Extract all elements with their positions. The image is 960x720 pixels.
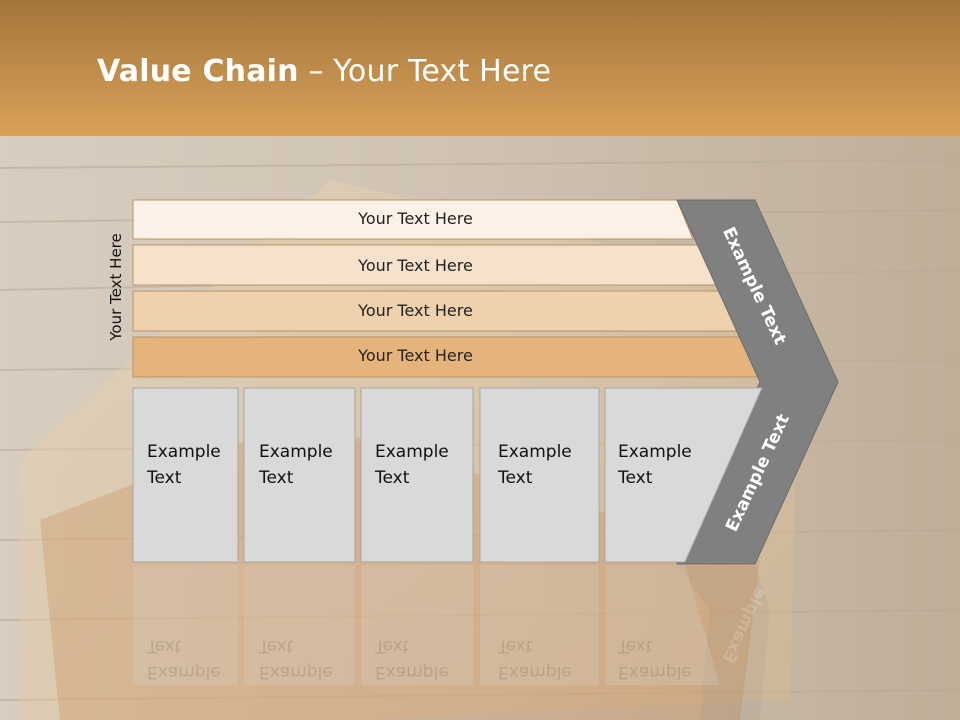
column-box-5 bbox=[604, 387, 763, 563]
header-band bbox=[0, 0, 960, 136]
page-title: Value Chain – Your Text Here bbox=[97, 54, 551, 89]
box-reflection-text-4: Example Text bbox=[498, 633, 598, 685]
box-reflection-text-5: Example Text bbox=[618, 633, 718, 685]
reflection-line1: Example bbox=[147, 662, 221, 682]
reflection-line2: Text bbox=[259, 636, 294, 656]
title-bold: Value Chain bbox=[97, 54, 299, 89]
box-text-4: Example Text bbox=[498, 439, 598, 491]
row-label-2: Your Text Here bbox=[358, 256, 473, 275]
box-text-2-line2: Text bbox=[259, 468, 294, 488]
reflection-line2: Text bbox=[147, 636, 182, 656]
box-text-1-line1: Example bbox=[147, 442, 221, 462]
reflection-line1: Example bbox=[259, 662, 333, 682]
box-reflections bbox=[133, 565, 720, 685]
column-box-3 bbox=[360, 387, 474, 563]
box-text-1-line2: Text bbox=[147, 468, 182, 488]
box-text-5-line1: Example bbox=[618, 442, 692, 462]
reflection-line2: Text bbox=[498, 636, 533, 656]
box-text-5: Example Text bbox=[618, 439, 718, 491]
box-text-3-line2: Text bbox=[375, 468, 410, 488]
box-reflection-text-3: Example Text bbox=[375, 633, 475, 685]
reflection-line2: Text bbox=[375, 636, 410, 656]
box-reflection-text-2: Example Text bbox=[259, 633, 359, 685]
column-box-4 bbox=[479, 387, 600, 563]
chevron-arrow bbox=[676, 199, 839, 720]
row-bars bbox=[132, 199, 764, 378]
column-boxes bbox=[132, 387, 763, 563]
column-box-2 bbox=[243, 387, 356, 563]
row-label-1: Your Text Here bbox=[358, 209, 473, 228]
box-text-2-line1: Example bbox=[259, 442, 333, 462]
title-rest: – Your Text Here bbox=[298, 54, 552, 89]
box-text-5-line2: Text bbox=[618, 468, 653, 488]
box-text-4-line1: Example bbox=[498, 442, 572, 462]
box-text-3-line1: Example bbox=[375, 442, 449, 462]
reflection-line1: Example bbox=[618, 662, 692, 682]
row-bar-1 bbox=[132, 199, 694, 240]
box-text-4-line2: Text bbox=[498, 468, 533, 488]
reflection-line1: Example bbox=[498, 662, 572, 682]
column-box-1 bbox=[132, 387, 239, 563]
box-text-1: Example Text bbox=[147, 439, 247, 491]
box-text-2: Example Text bbox=[259, 439, 359, 491]
box-text-3: Example Text bbox=[375, 439, 475, 491]
row-label-4: Your Text Here bbox=[358, 346, 473, 365]
reflection-line1: Example bbox=[375, 662, 449, 682]
row-label-3: Your Text Here bbox=[358, 301, 473, 320]
reflection-line2: Text bbox=[618, 636, 653, 656]
side-label-text: Your Text Here bbox=[107, 233, 125, 341]
box-reflection-text-1: Example Text bbox=[147, 633, 247, 685]
